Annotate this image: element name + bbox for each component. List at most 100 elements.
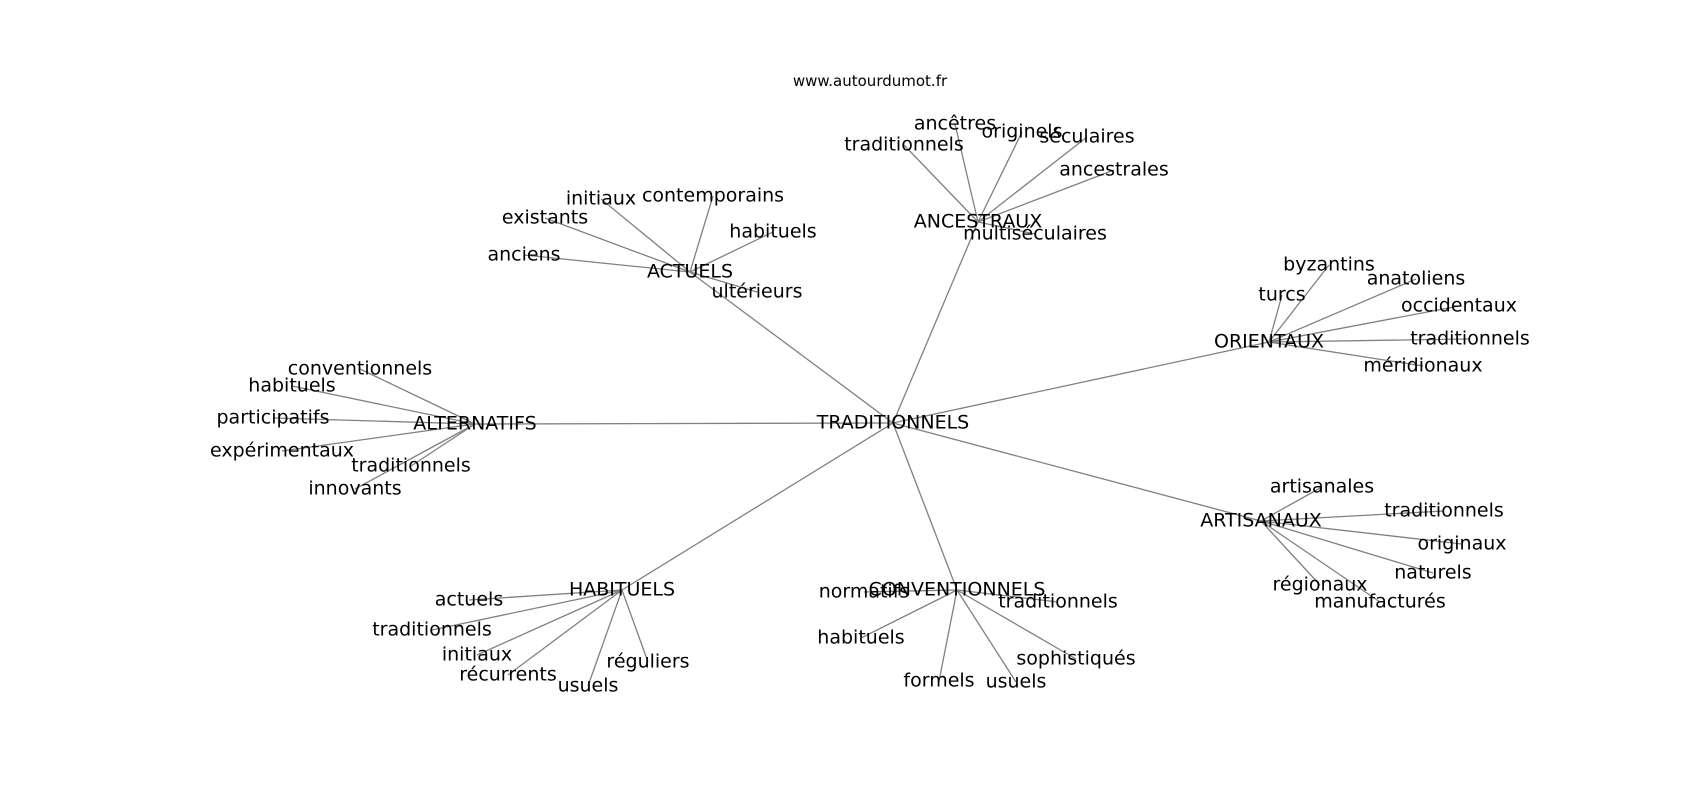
edge-orientaux-leaf bbox=[1268, 278, 1417, 343]
leaf-node-orientaux: byzantins bbox=[1283, 254, 1375, 276]
leaf-node-ancestraux: originels bbox=[982, 121, 1063, 143]
edge-alternatifs-leaf bbox=[272, 417, 476, 425]
edge-root-habituels bbox=[621, 422, 894, 591]
edge-orientaux-leaf bbox=[1268, 294, 1283, 343]
leaf-node-conventionnels: normatifs bbox=[819, 581, 910, 603]
edge-ancestraux-leaf bbox=[977, 221, 1036, 235]
leaf-node-actuels: anciens bbox=[487, 244, 560, 266]
edge-habituels-leaf bbox=[587, 589, 623, 687]
cluster-node-artisanaux: ARTISANAUX bbox=[1200, 510, 1322, 532]
leaf-node-artisanaux: traditionnels bbox=[1384, 500, 1504, 522]
leaf-node-alternatifs: participatifs bbox=[217, 407, 330, 429]
edge-ancestraux-leaf bbox=[977, 169, 1115, 223]
edge-habituels-leaf bbox=[507, 589, 623, 676]
edge-root-alternatifs bbox=[474, 422, 894, 425]
leaf-node-habituels: récurrents bbox=[459, 664, 557, 686]
edge-conventionnels-leaf bbox=[938, 589, 958, 682]
edge-actuels-leaf bbox=[689, 231, 774, 273]
edge-habituels-leaf bbox=[431, 589, 623, 631]
edge-conventionnels-leaf bbox=[956, 589, 1017, 683]
edges-layer bbox=[272, 123, 1471, 687]
source-caption: www.autourdumot.fr bbox=[792, 72, 948, 90]
leaf-node-artisanaux: manufacturés bbox=[1314, 591, 1446, 613]
root-node-label: TRADITIONNELS bbox=[816, 412, 970, 434]
leaf-node-ancestraux: ancêtres bbox=[914, 113, 996, 135]
edge-orientaux-leaf bbox=[1268, 305, 1460, 343]
cluster-node-alternatifs: ALTERNATIFS bbox=[413, 413, 536, 435]
leaf-node-alternatifs: traditionnels bbox=[351, 455, 471, 477]
leaf-node-actuels: existants bbox=[502, 207, 588, 229]
edge-alternatifs-leaf bbox=[354, 423, 476, 490]
leaf-node-artisanaux: originaux bbox=[1417, 533, 1506, 555]
edge-alternatifs-leaf bbox=[281, 423, 476, 452]
edge-ancestraux-leaf bbox=[977, 131, 1023, 223]
edge-actuels-leaf bbox=[523, 254, 691, 273]
edge-ancestraux-leaf bbox=[977, 136, 1088, 223]
leaf-node-conventionnels: habituels bbox=[817, 627, 904, 649]
leaf-node-actuels: habituels bbox=[729, 221, 816, 243]
edge-orientaux-leaf bbox=[1268, 264, 1330, 343]
edge-actuels-leaf bbox=[689, 195, 714, 273]
edge-orientaux-leaf bbox=[1268, 338, 1471, 343]
leaf-node-alternatifs: habituels bbox=[248, 375, 335, 397]
edge-ancestraux-leaf bbox=[954, 123, 979, 223]
edge-orientaux-leaf bbox=[1268, 341, 1424, 367]
edge-artisanaux-leaf bbox=[1260, 510, 1445, 522]
leaf-node-habituels: traditionnels bbox=[372, 619, 492, 641]
edge-actuels-leaf bbox=[689, 271, 758, 293]
edge-artisanaux-leaf bbox=[1260, 520, 1381, 603]
leaf-node-conventionnels: sophistiqués bbox=[1016, 648, 1135, 670]
edge-habituels-leaf bbox=[468, 589, 623, 601]
leaf-node-conventionnels: traditionnels bbox=[998, 591, 1118, 613]
edge-ancestraux-leaf bbox=[903, 144, 979, 223]
leaf-node-alternatifs: conventionnels bbox=[288, 358, 432, 380]
leaf-node-actuels: contemporains bbox=[642, 185, 784, 207]
edge-conventionnels-leaf bbox=[956, 589, 1077, 660]
edge-root-artisanaux bbox=[892, 422, 1262, 522]
leaf-node-ancestraux: traditionnels bbox=[844, 134, 964, 156]
edge-root-ancestraux bbox=[892, 221, 979, 424]
edge-conventionnels-leaf bbox=[956, 589, 1059, 603]
leaf-node-alternatifs: innovants bbox=[308, 478, 401, 500]
leaf-node-orientaux: méridionaux bbox=[1363, 355, 1482, 377]
edge-artisanaux-leaf bbox=[1260, 520, 1463, 545]
edge-conventionnels-leaf bbox=[863, 589, 958, 593]
leaf-node-ancestraux: séculaires bbox=[1039, 126, 1134, 148]
edge-actuels-leaf bbox=[600, 198, 691, 273]
edge-artisanaux-leaf bbox=[1260, 520, 1434, 574]
leaf-node-conventionnels: formels bbox=[903, 670, 974, 692]
leaf-node-actuels: initiaux bbox=[566, 188, 636, 210]
cluster-node-actuels: ACTUELS bbox=[647, 261, 733, 283]
edge-artisanaux-leaf bbox=[1260, 520, 1321, 586]
edge-root-orientaux bbox=[892, 341, 1270, 424]
edge-root-actuels bbox=[689, 271, 894, 424]
edge-root-conventionnels bbox=[892, 422, 958, 591]
leaf-node-orientaux: traditionnels bbox=[1410, 328, 1530, 350]
edge-habituels-leaf bbox=[621, 589, 649, 663]
edge-conventionnels-leaf bbox=[860, 589, 958, 639]
cluster-node-orientaux: ORIENTAUX bbox=[1214, 331, 1324, 353]
leaf-node-conventionnels: usuels bbox=[986, 671, 1047, 693]
leaf-node-artisanaux: artisanales bbox=[1270, 476, 1374, 498]
leaf-node-habituels: initiaux bbox=[442, 644, 512, 666]
edge-alternatifs-leaf bbox=[291, 385, 476, 425]
cluster-node-ancestraux: ANCESTRAUX bbox=[914, 211, 1043, 233]
leaf-node-orientaux: turcs bbox=[1258, 284, 1305, 306]
leaf-node-orientaux: occidentaux bbox=[1401, 295, 1517, 317]
leaf-node-orientaux: anatoliens bbox=[1367, 268, 1466, 290]
edge-habituels-leaf bbox=[476, 589, 623, 656]
edge-alternatifs-leaf bbox=[359, 368, 476, 425]
leaf-node-actuels: ultérieurs bbox=[712, 281, 803, 303]
leaf-node-artisanaux: régionaux bbox=[1272, 574, 1367, 596]
labels-layer: TRADITIONNELS ACTUELS initiaux contemporain… bbox=[210, 113, 1530, 697]
leaf-node-artisanaux: naturels bbox=[1394, 562, 1471, 584]
edge-alternatifs-leaf bbox=[410, 423, 476, 467]
edge-artisanaux-leaf bbox=[1260, 486, 1323, 522]
leaf-node-ancestraux: ancestrales bbox=[1059, 159, 1169, 181]
leaf-node-habituels: réguliers bbox=[606, 651, 689, 673]
leaf-node-habituels: actuels bbox=[435, 589, 503, 611]
leaf-node-alternatifs: expérimentaux bbox=[210, 440, 354, 462]
cluster-node-habituels: HABITUELS bbox=[569, 579, 675, 601]
leaf-node-ancestraux: multiséculaires bbox=[963, 223, 1107, 245]
